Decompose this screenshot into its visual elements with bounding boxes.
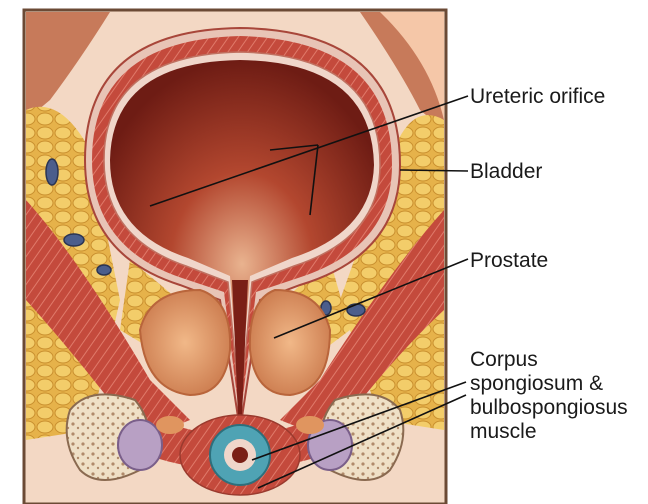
label-prostate: Prostate (470, 249, 548, 273)
label-corpus-line-4: muscle (470, 420, 628, 444)
label-corpus-line-1: Corpus (470, 348, 628, 372)
label-corpus-line-3: bulbospongiosus (470, 396, 628, 420)
label-corpus-line-2: spongiosum & (470, 372, 628, 396)
label-ureteric-orifice: Ureteric orifice (470, 85, 605, 109)
label-bladder: Bladder (470, 160, 542, 184)
label-corpus-spongiosum: Corpus spongiosum & bulbospongiosus musc… (470, 348, 628, 444)
